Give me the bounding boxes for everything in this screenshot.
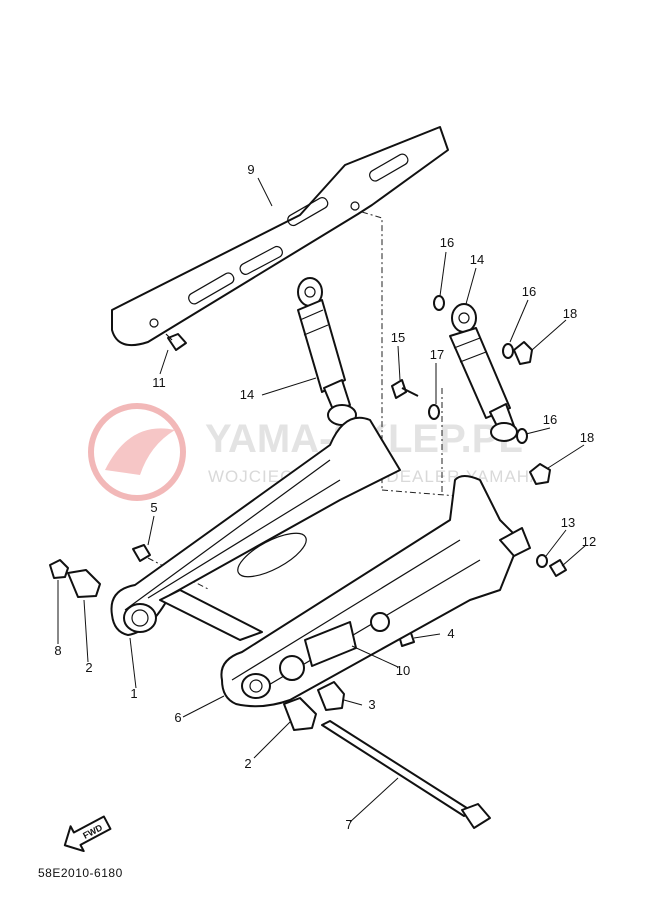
callout-9: 9 [247,162,254,177]
callout-18: 18 [580,430,594,445]
callout-1: 1 [130,686,137,701]
part-5-bolt [132,544,151,562]
part-12-bolt [549,559,567,577]
callout-3: 3 [368,697,375,712]
part-3-cap [317,681,345,711]
part-14-shock-left [297,277,357,426]
part-7-axle [321,720,491,829]
leader-lines [57,177,587,823]
part-2-collar-b [283,697,317,731]
watermark-logo-mark [105,428,175,475]
callout-13: 13 [561,515,575,530]
callout-17: 17 [430,347,444,362]
callout-8: 8 [54,643,61,658]
callout-18: 18 [563,306,577,321]
part-9-bracket [111,126,449,346]
assembly-line-pivot [147,557,211,591]
part-16-washer-c [516,428,528,444]
callout-5: 5 [150,500,157,515]
part-6-rear-arm [110,416,531,708]
callout-2: 2 [244,756,251,771]
callout-14: 14 [240,387,254,402]
watermark-logo-ring [88,403,186,501]
part-2-collar-a [67,569,101,598]
part-16-washer-b [502,343,514,359]
bracket-tab [499,527,531,557]
part-15-bolt [391,379,419,399]
callout-15: 15 [391,330,405,345]
part-14-shock-right [449,303,518,442]
callout-4: 4 [447,626,454,641]
callout-7: 7 [345,817,352,832]
part-18-nut-b [529,463,551,485]
callout-12: 12 [582,534,596,549]
fwd-arrow-icon: FWD [63,815,112,853]
part-8-nut [49,559,69,579]
callout-6: 6 [174,710,181,725]
callout-16: 16 [522,284,536,299]
part-16-washer-a [433,295,445,311]
part-code: 58E2010-6180 [38,866,123,880]
part-13-washer [536,554,548,568]
callout-14: 14 [470,252,484,267]
callouts: 9 11 14 15 17 16 14 16 18 16 18 5 13 12 … [54,162,596,832]
part-18-nut-a [513,341,533,365]
callout-10: 10 [396,663,410,678]
callout-11: 11 [152,375,166,390]
hardware [49,295,567,731]
part-17-washer [428,404,440,420]
callout-16: 16 [440,235,454,250]
callout-16: 16 [543,412,557,427]
pivot-shaft [159,589,263,641]
part-11-bolt [165,333,187,351]
callout-2: 2 [85,660,92,675]
